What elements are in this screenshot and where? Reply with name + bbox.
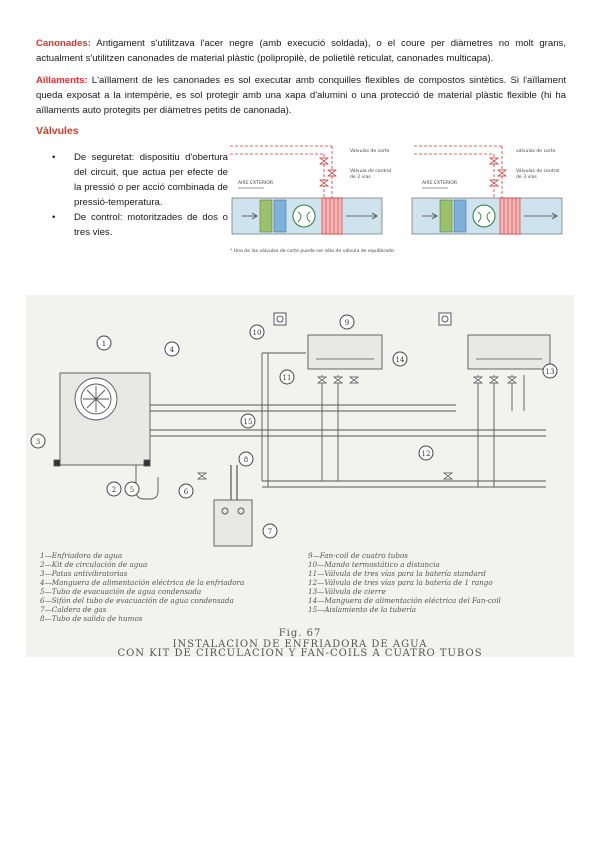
callout-12: 12 xyxy=(422,450,431,458)
installation-figure: 1 2 3 4 5 6 7 8 9 10 11 12 13 14 15 1—En… xyxy=(26,295,574,657)
bullet-icon: • xyxy=(52,212,56,223)
legend-item: 7—Caldera de gas xyxy=(40,605,107,614)
bullet-text: De control: motoritzades de dos o tres v… xyxy=(74,212,228,238)
legend-item: 2—Kit de circulación de agua xyxy=(39,560,147,569)
left-control-valve-label-2: de 2 vías xyxy=(350,173,371,180)
legend-item: 1—Enfriadora de agua xyxy=(40,551,122,560)
callout-6: 6 xyxy=(184,488,189,496)
legend-item: 13—Válvula de cierre xyxy=(308,587,386,596)
callout-10: 10 xyxy=(253,329,262,337)
callout-13: 13 xyxy=(546,368,555,376)
left-outside-air-label: AIRE EXTERIOR xyxy=(238,180,274,186)
legend-item: 5—Tubo de evacuación de agua condensada xyxy=(40,587,201,596)
valves-list: • De seguretat: dispositiu d'obertura del… xyxy=(52,150,228,240)
right-control-valve-label-2: de 3 vías xyxy=(516,173,537,180)
legend-item: 9—Fan-coil de cuatro tubos xyxy=(308,551,408,560)
bullet-text: De seguretat: dispositiu d'obertura del … xyxy=(74,152,228,208)
right-valves-cut-label: válvulas de corte xyxy=(516,147,556,154)
thermostat-icon xyxy=(438,312,452,326)
valvules-heading: Vàlvules xyxy=(36,125,79,137)
figure-caption-line1: INSTALACION DE ENFRIADORA DE AGUA xyxy=(173,639,428,650)
pipe-network xyxy=(150,352,546,488)
valve-schematic-figure: Válvulas de corte Válvula de control de … xyxy=(230,145,563,254)
figure-caption-number: Fig. 67 xyxy=(279,628,322,639)
canonades-paragraph: Canonades: Antigament s'utilitzava l'ace… xyxy=(36,36,566,66)
callout-1: 1 xyxy=(102,340,106,348)
list-item: • De seguretat: dispositiu d'obertura del… xyxy=(52,150,228,210)
legend-item: 3—Patas antivibratorias xyxy=(40,569,128,578)
schematic-right: válvulas de corte Válvulas de control de… xyxy=(411,145,563,235)
callout-9: 9 xyxy=(345,319,349,327)
callout-5: 5 xyxy=(130,486,134,494)
schematic-left: Válvulas de corte Válvula de control de … xyxy=(230,145,391,235)
aillaments-term: Aïllaments: xyxy=(36,75,88,86)
callout-15: 15 xyxy=(244,418,253,426)
canonades-term: Canonades: xyxy=(36,38,91,49)
chiller-unit xyxy=(53,372,151,467)
callout-2: 2 xyxy=(112,486,116,494)
left-control-valve-label: Válvula de control xyxy=(350,167,391,174)
right-outside-air-label: AIRE EXTERIOR xyxy=(422,180,458,186)
gas-boiler xyxy=(213,465,253,547)
callout-8: 8 xyxy=(244,456,248,464)
condensate-drain xyxy=(135,465,159,500)
canonades-text: Antigament s'utilitzava l'acer negre (am… xyxy=(36,38,566,64)
callout-4: 4 xyxy=(170,346,175,354)
right-control-valve-label: Válvulas de control xyxy=(516,167,560,174)
callout-7: 7 xyxy=(268,528,272,536)
figure-footnote: * Una de las válvulas de corte puede ser… xyxy=(230,247,394,254)
aillaments-text: L'aïllament de les canonades es sol exec… xyxy=(36,75,566,116)
thermostat-icon xyxy=(273,312,287,326)
legend-left: 1—Enfriadora de agua 2—Kit de circulació… xyxy=(39,551,244,623)
legend-item: 11—Válvula de tres vías para la batería … xyxy=(308,569,486,578)
legend-item: 4—Manguera de alimentación eléctrica de … xyxy=(39,578,244,587)
callout-14: 14 xyxy=(396,356,405,364)
legend-item: 14—Manguera de alimentación eléctrica de… xyxy=(308,596,501,605)
legend-item: 15—Aislamiento de la tubería xyxy=(308,605,416,614)
callout-11: 11 xyxy=(283,374,292,382)
left-valves-cut-label: Válvulas de corte xyxy=(350,147,390,154)
fan-coil-2 xyxy=(467,334,551,370)
callout-circles: 1 2 3 4 5 6 7 8 9 10 11 12 13 14 15 xyxy=(30,314,558,539)
list-item: • De control: motoritzades de dos o tres … xyxy=(52,210,228,240)
fan-coil-1 xyxy=(307,334,383,370)
legend-right: 9—Fan-coil de cuatro tubos 10—Mando term… xyxy=(308,551,501,614)
legend-item: 8—Tubo de salida de humos xyxy=(40,614,143,623)
legend-item: 6—Sifón del tubo de evacuación de agua c… xyxy=(40,596,234,605)
legend-item: 12—Válvula de tres vías para la batería … xyxy=(308,578,493,587)
callout-3: 3 xyxy=(36,438,40,446)
legend-item: 10—Mando termostático a distancia xyxy=(308,560,440,569)
aillaments-paragraph: Aïllaments: L'aïllament de les canonades… xyxy=(36,73,566,118)
bullet-icon: • xyxy=(52,152,56,163)
valves xyxy=(196,376,518,480)
figure-caption-line2: CON KIT DE CIRCULACION Y FAN-COILS A CUA… xyxy=(117,648,482,657)
